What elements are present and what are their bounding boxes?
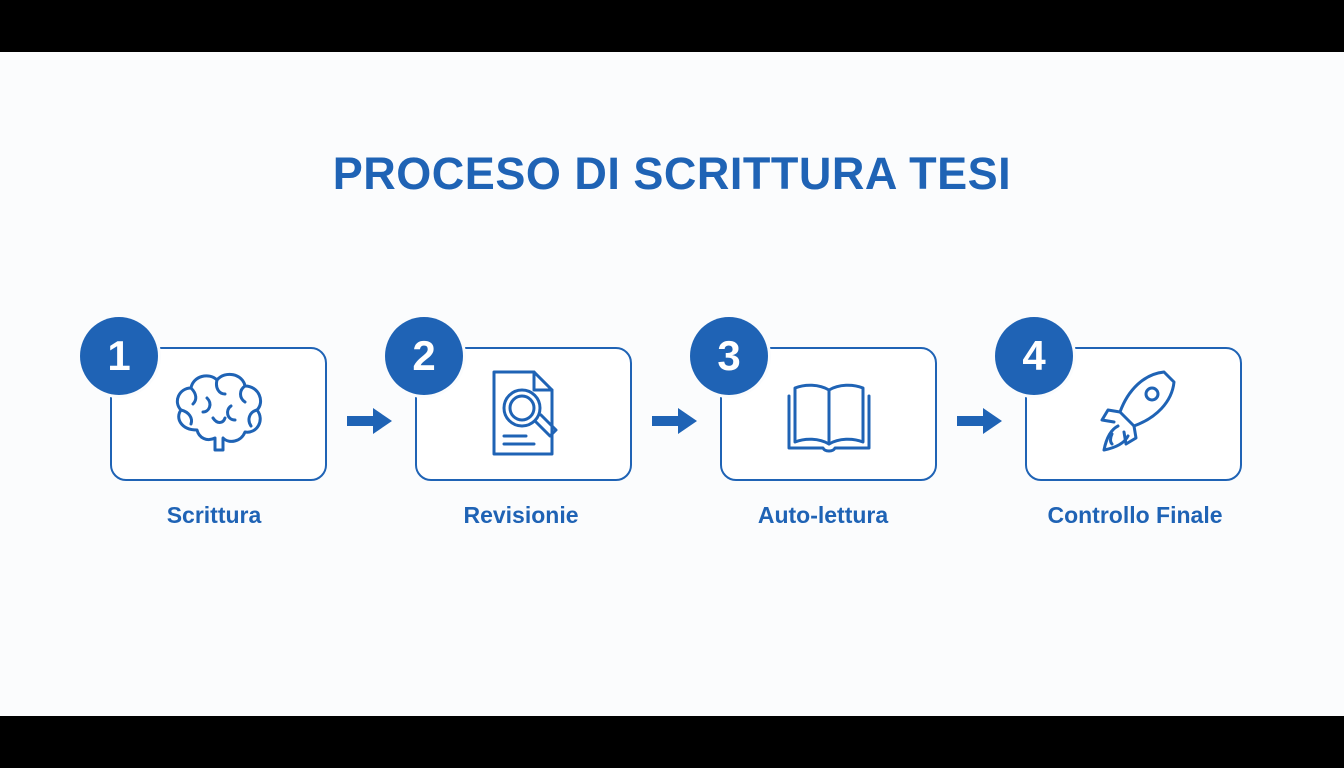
- rocket-icon: [1082, 364, 1186, 464]
- diagram-title: PROCESO DI SCRITTURA TESI: [332, 148, 1012, 199]
- step-2-badge: 2: [385, 317, 463, 395]
- step-4-box: [1025, 347, 1242, 481]
- arrow-right-icon: [652, 408, 697, 434]
- step-1-label: Scrittura: [166, 502, 262, 528]
- step-2-label: Revisionie: [463, 502, 579, 528]
- open-book-icon: [777, 364, 881, 464]
- step-3-badge: 3: [690, 317, 768, 395]
- arrow-right-icon: [957, 408, 1002, 434]
- arrow-right-icon: [347, 408, 392, 434]
- step-4-badge: 4: [995, 317, 1073, 395]
- step-3-label: Auto-lettura: [757, 502, 889, 528]
- step-1-badge: 1: [80, 317, 158, 395]
- document-search-icon: [472, 364, 576, 464]
- step-4-label: Controllo Finale: [1047, 502, 1223, 528]
- brain-icon: [167, 364, 271, 464]
